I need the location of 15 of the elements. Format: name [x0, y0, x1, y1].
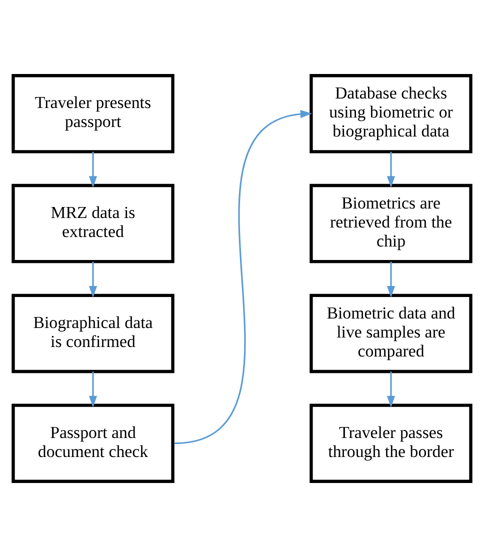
arrow [386, 151, 395, 188]
arrow [88, 261, 97, 298]
arrow [386, 371, 395, 408]
arrow [88, 151, 97, 188]
node-box: Biographical data is confirmed [11, 293, 174, 373]
node-box: Biometric data and live samples are compared [309, 293, 472, 373]
arrow [386, 261, 395, 298]
arrow [88, 371, 97, 408]
arrow [174, 109, 312, 444]
node-box: Biometrics are retrieved from the chip [309, 183, 472, 263]
node-box: Database checks using biometric or biographical data [309, 74, 472, 153]
node-box: MRZ data is extracted [11, 183, 174, 263]
node-box: Passport and document check [11, 403, 174, 482]
node-box: Traveler passes through the border [309, 403, 472, 482]
node-box: Traveler presents passport [11, 74, 174, 153]
